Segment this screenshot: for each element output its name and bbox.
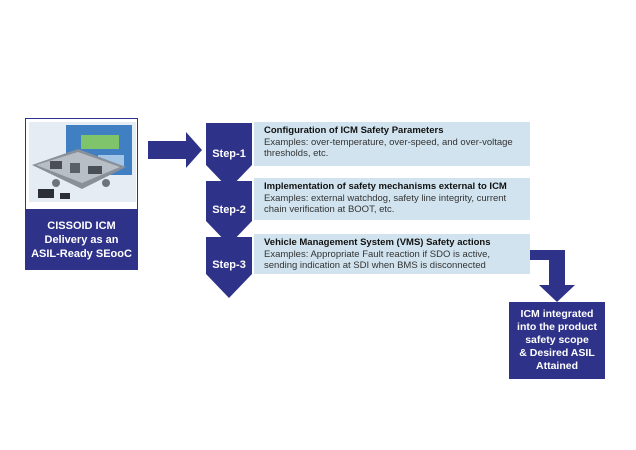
right-arrow	[148, 132, 202, 168]
source-line-1: CISSOID ICM	[47, 220, 116, 232]
step-1-chevron	[206, 123, 252, 189]
icm-hardware-illustration	[29, 122, 136, 202]
result-line-5: Attained	[536, 360, 578, 372]
step-2-label: Step-2	[212, 204, 246, 216]
result-line-3: safety scope	[525, 334, 589, 346]
step-2-desc: Examples: external watchdog, safety line…	[264, 192, 507, 216]
step-2-chevron	[206, 181, 252, 245]
step-3-chevron	[206, 237, 252, 298]
step-3-label: Step-3	[212, 259, 246, 271]
step-1-desc: Examples: over-temperature, over-speed, …	[264, 136, 513, 160]
result-line-1: ICM integrated	[520, 308, 594, 320]
step-3-box: Vehicle Management System (VMS) Safety a…	[254, 234, 530, 274]
result-line-2: into the product	[517, 321, 597, 333]
bent-down-arrow	[517, 250, 575, 302]
step-3-desc: Examples: Appropriate Fault reaction if …	[264, 248, 490, 272]
step-1-label: Step-1	[212, 148, 246, 160]
source-box: CISSOID ICM Delivery as an ASIL-Ready SE…	[25, 210, 138, 270]
product-image	[25, 118, 138, 210]
step-1-title: Configuration of ICM Safety Parameters	[264, 125, 444, 136]
step-2-title: Implementation of safety mechanisms exte…	[264, 181, 507, 192]
step-3-title: Vehicle Management System (VMS) Safety a…	[264, 237, 491, 248]
source-line-3: ASIL-Ready SEooC	[31, 248, 132, 260]
result-line-4: & Desired ASIL	[519, 347, 595, 359]
result-box: ICM integrated into the product safety s…	[509, 302, 605, 379]
step-1-box: Configuration of ICM Safety Parameters E…	[254, 122, 530, 166]
source-line-2: Delivery as an	[44, 234, 119, 246]
step-2-box: Implementation of safety mechanisms exte…	[254, 178, 530, 220]
